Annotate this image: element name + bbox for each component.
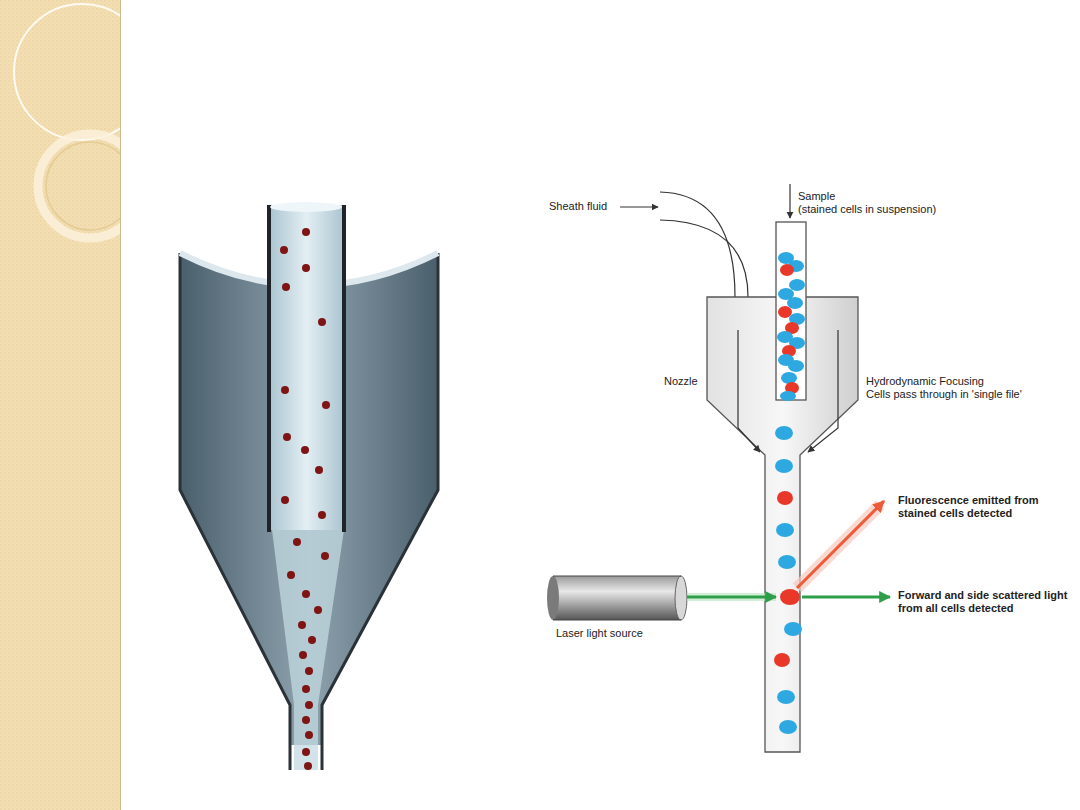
part-note: Cells pass through in 'single file'	[866, 388, 1022, 401]
inlet-label: Sample	[798, 190, 835, 203]
detection-note: Forward and side scattered light from al…	[898, 589, 1074, 615]
inner-tube	[268, 205, 345, 530]
part-label: Hydrodynamic Focusing	[866, 375, 984, 388]
tube-wall	[267, 205, 271, 532]
flow-arrow	[738, 330, 760, 452]
tube-opening	[270, 202, 342, 212]
laser-beam	[687, 596, 776, 599]
funnel-illustration	[180, 202, 438, 770]
cells	[774, 252, 805, 734]
ring	[38, 134, 120, 238]
fluorescence-arrow	[797, 501, 884, 588]
laser-body	[553, 576, 681, 620]
laser-glow	[687, 593, 776, 601]
laser-source	[547, 576, 687, 620]
ring	[46, 142, 120, 230]
strip-edge	[120, 0, 121, 810]
flow-cell-diagram	[547, 184, 890, 752]
tube-wall	[342, 205, 346, 532]
flow-arrow	[789, 184, 790, 218]
inlet-label: Sheath fluid	[549, 200, 607, 213]
strip-rings	[14, 4, 120, 238]
strip-ground	[0, 0, 120, 810]
nozzle	[707, 297, 858, 752]
laser-end	[547, 576, 559, 620]
sample-tube	[776, 222, 806, 400]
part-label: Laser light source	[556, 627, 643, 640]
flow-arrow	[808, 330, 838, 452]
red-particles	[280, 228, 330, 770]
sheath-inlet	[660, 220, 748, 297]
laser-aperture	[675, 576, 687, 620]
flow-arrow	[620, 206, 658, 207]
focused-stream	[272, 530, 344, 770]
part-label: Nozzle	[664, 375, 698, 388]
sheath-inlet	[660, 192, 735, 297]
side-strip	[0, 0, 150, 810]
scatter-arrow	[802, 596, 890, 599]
inlet-note: (stained cells in suspension)	[798, 203, 936, 216]
laser-outline	[553, 576, 681, 620]
detection-note: Fluorescence emitted from stained cells …	[898, 494, 1074, 520]
ring	[14, 4, 120, 140]
